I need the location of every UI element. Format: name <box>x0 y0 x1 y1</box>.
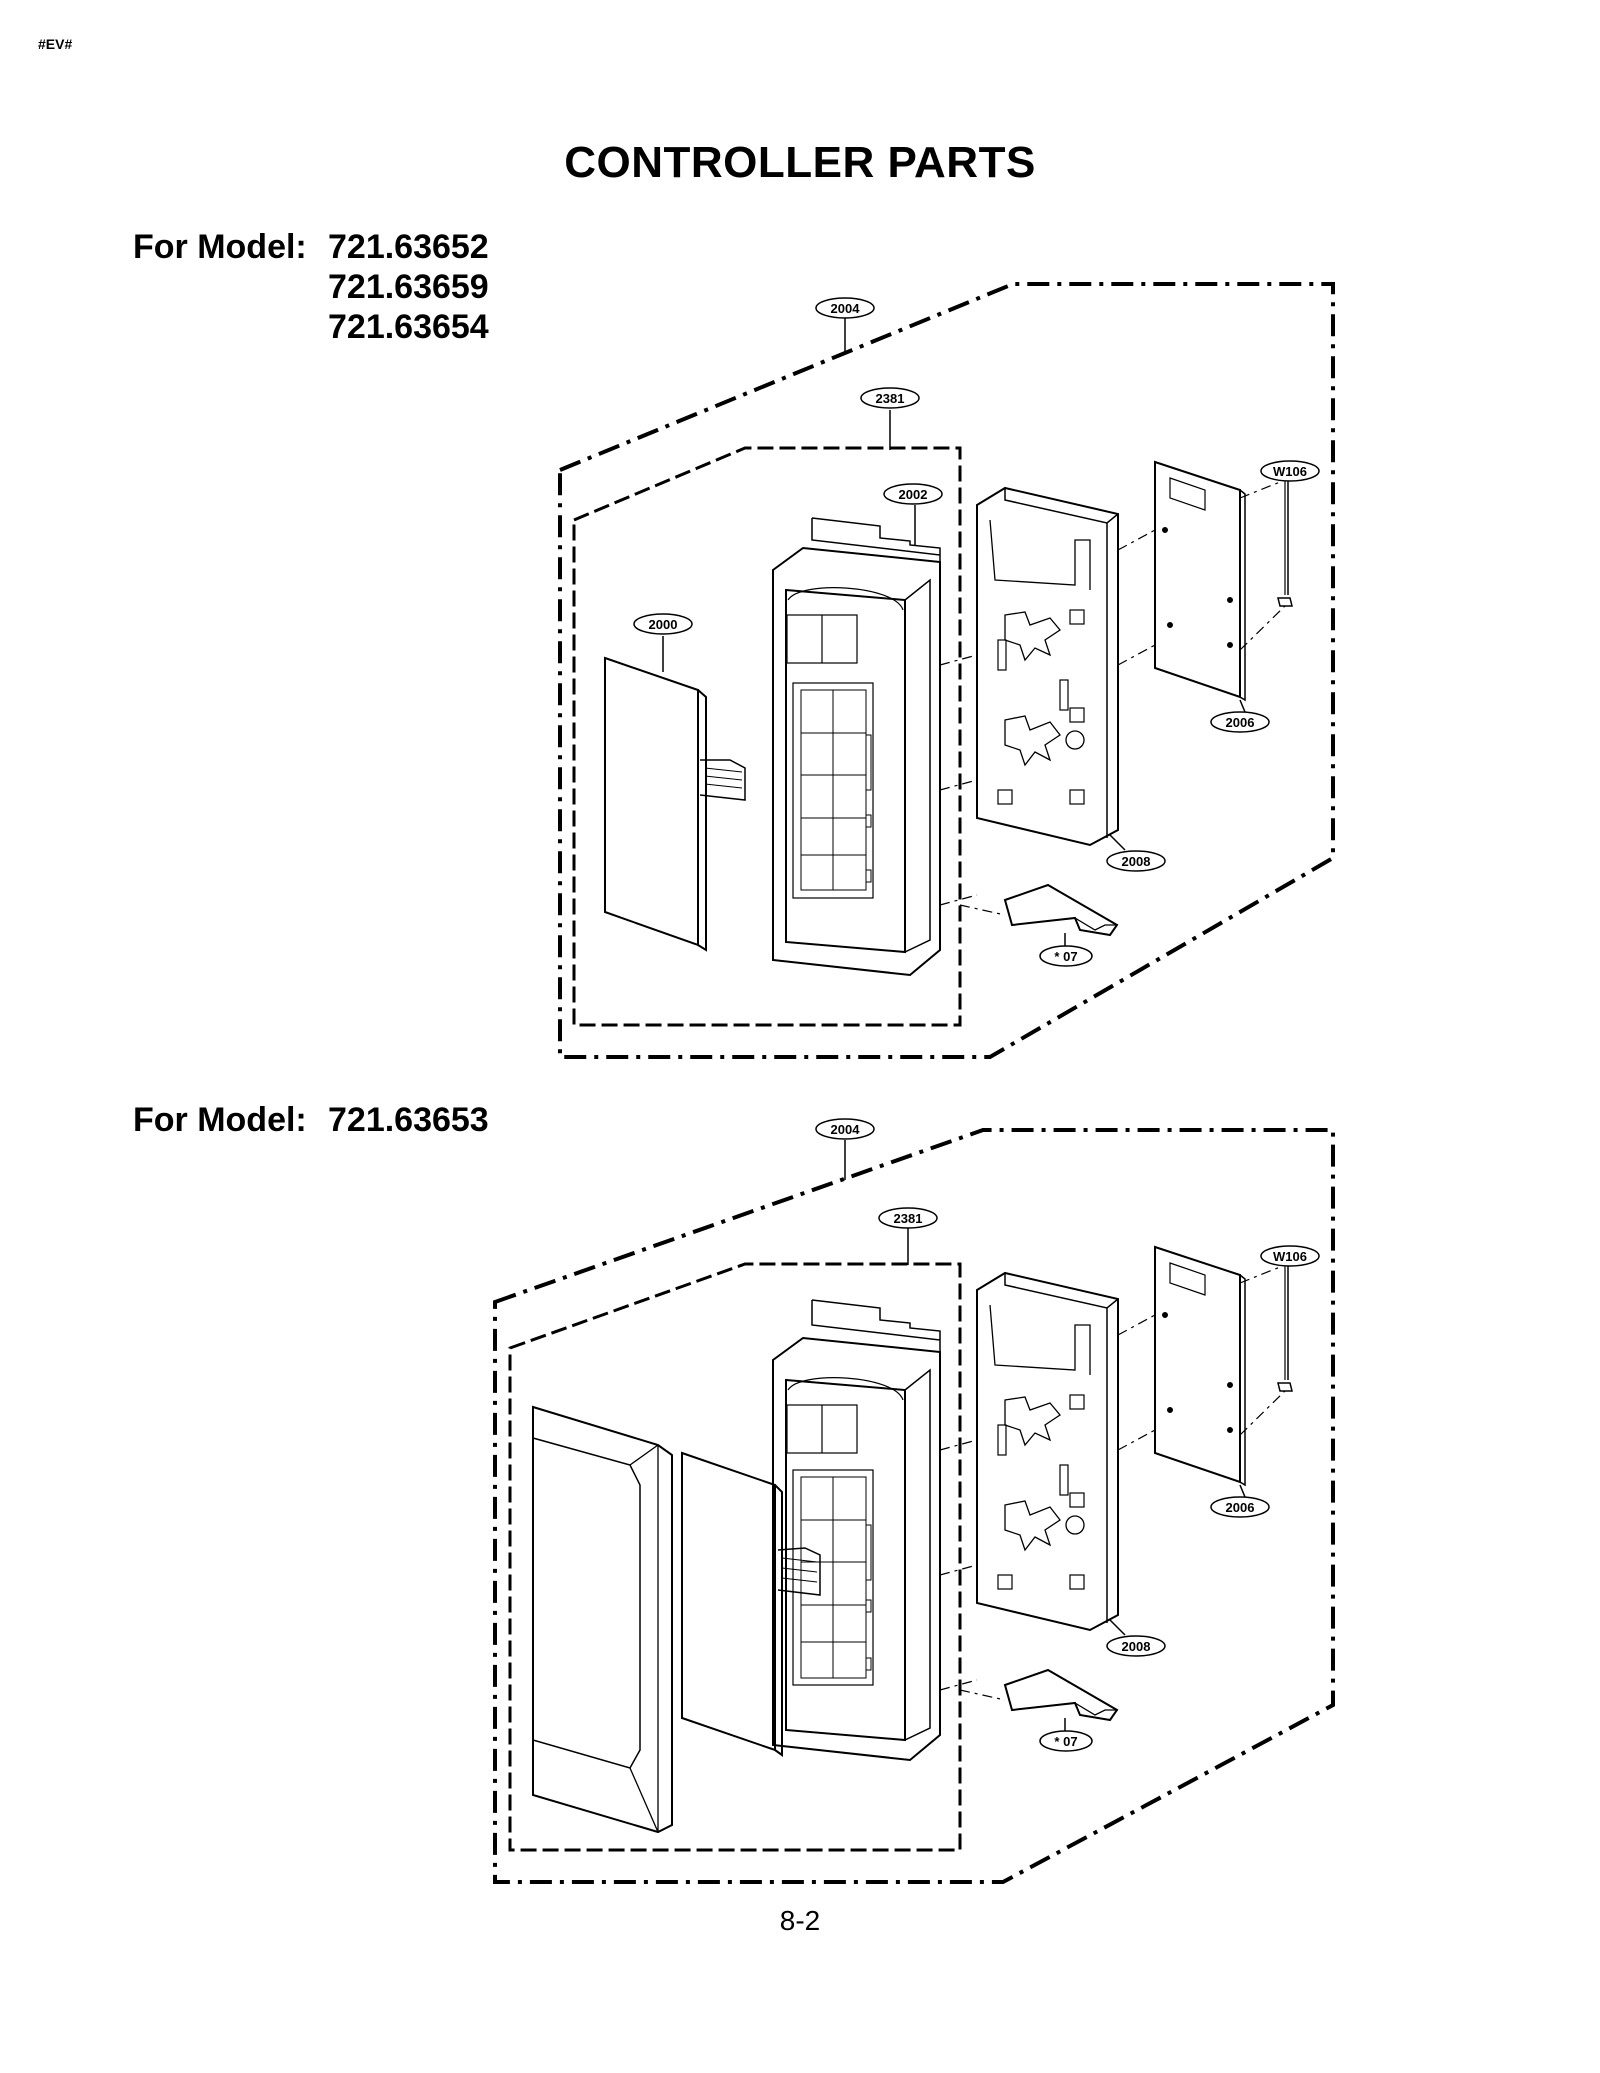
svg-text:2006: 2006 <box>1226 715 1255 730</box>
callout-2006-s1: 2006 <box>1210 711 1270 733</box>
callout-W106-s2: W106 <box>1260 1245 1320 1267</box>
callouts-section-1: 2004 2381 2002 2000 W106 2006 2008 * 07 <box>633 297 1320 967</box>
callout-2381-s2: 2381 <box>878 1207 938 1229</box>
screw-W106-s2 <box>1277 1265 1293 1392</box>
frame-2008 <box>976 486 1119 847</box>
front-panel-2002 <box>772 517 941 977</box>
frame-2008-s2 <box>976 1271 1119 1632</box>
svg-text:2381: 2381 <box>894 1211 923 1226</box>
svg-text:2006: 2006 <box>1226 1500 1255 1515</box>
svg-text:2004: 2004 <box>831 301 861 316</box>
assembly-boundary-2004 <box>558 282 1335 1059</box>
callout-2008-s2: 2008 <box>1106 1635 1166 1657</box>
touch-sheet-2000 <box>604 656 746 952</box>
callout-2381-s1: 2381 <box>860 387 920 409</box>
corner-tag: #EV# <box>38 36 73 52</box>
model-label-1: For Model: <box>133 228 307 266</box>
svg-text:2008: 2008 <box>1122 1639 1151 1654</box>
callout-07-s2: * 07 <box>1039 1730 1093 1752</box>
model-number-1a: 721.63652 <box>328 228 489 266</box>
callout-2008-s1: 2008 <box>1106 850 1166 872</box>
svg-text:2008: 2008 <box>1122 854 1151 869</box>
pcb-2006 <box>1154 460 1246 702</box>
screw-W106 <box>1277 480 1293 607</box>
svg-text:2004: 2004 <box>831 1122 861 1137</box>
pcb-2006-s2 <box>1154 1245 1246 1487</box>
page-title: CONTROLLER PARTS <box>564 138 1036 187</box>
svg-text:* 07: * 07 <box>1054 949 1077 964</box>
diagram-section-2 <box>493 1128 1335 1884</box>
front-panel-s2 <box>772 1299 941 1762</box>
callout-2002-s1: 2002 <box>883 483 943 505</box>
callout-2000-s1: 2000 <box>633 613 693 635</box>
bracket-07 <box>1003 883 1119 937</box>
callout-2006-s2: 2006 <box>1210 1496 1270 1518</box>
callout-leaders-1 <box>662 317 1289 948</box>
svg-text:W106: W106 <box>1273 1249 1307 1264</box>
model-number-1c: 721.63654 <box>328 308 489 346</box>
leader-lines-1 <box>939 479 1286 916</box>
svg-text:W106: W106 <box>1273 464 1307 479</box>
assembly-boundary-2381-s2 <box>508 1262 962 1852</box>
callout-2004-s2: 2004 <box>815 1118 875 1140</box>
leader-lines-2 <box>939 1264 1286 1701</box>
touch-sheet-s2 <box>681 1451 821 1757</box>
assembly-boundary-2381 <box>572 446 962 1027</box>
callout-2004-s1: 2004 <box>815 297 875 319</box>
page-number: 8-2 <box>779 1905 821 1936</box>
diagram-section-1 <box>558 282 1335 1059</box>
callout-W106-s1: W106 <box>1260 460 1320 482</box>
svg-text:2000: 2000 <box>649 617 678 632</box>
model-number-1b: 721.63659 <box>328 268 489 306</box>
assembly-boundary-2004-s2 <box>493 1128 1335 1884</box>
model-label-2: For Model: <box>133 1101 307 1139</box>
svg-text:* 07: * 07 <box>1054 1734 1077 1749</box>
callouts-section-2: 2004 2381 W106 2006 2008 * 07 <box>815 1118 1320 1752</box>
door-trim <box>532 1405 673 1834</box>
svg-text:2381: 2381 <box>876 391 905 406</box>
svg-text:2002: 2002 <box>899 487 928 502</box>
bracket-07-s2 <box>1003 1668 1119 1722</box>
model-number-2a: 721.63653 <box>328 1101 489 1139</box>
callout-leaders-2 <box>844 1140 1289 1733</box>
callout-07-s1: * 07 <box>1039 945 1093 967</box>
